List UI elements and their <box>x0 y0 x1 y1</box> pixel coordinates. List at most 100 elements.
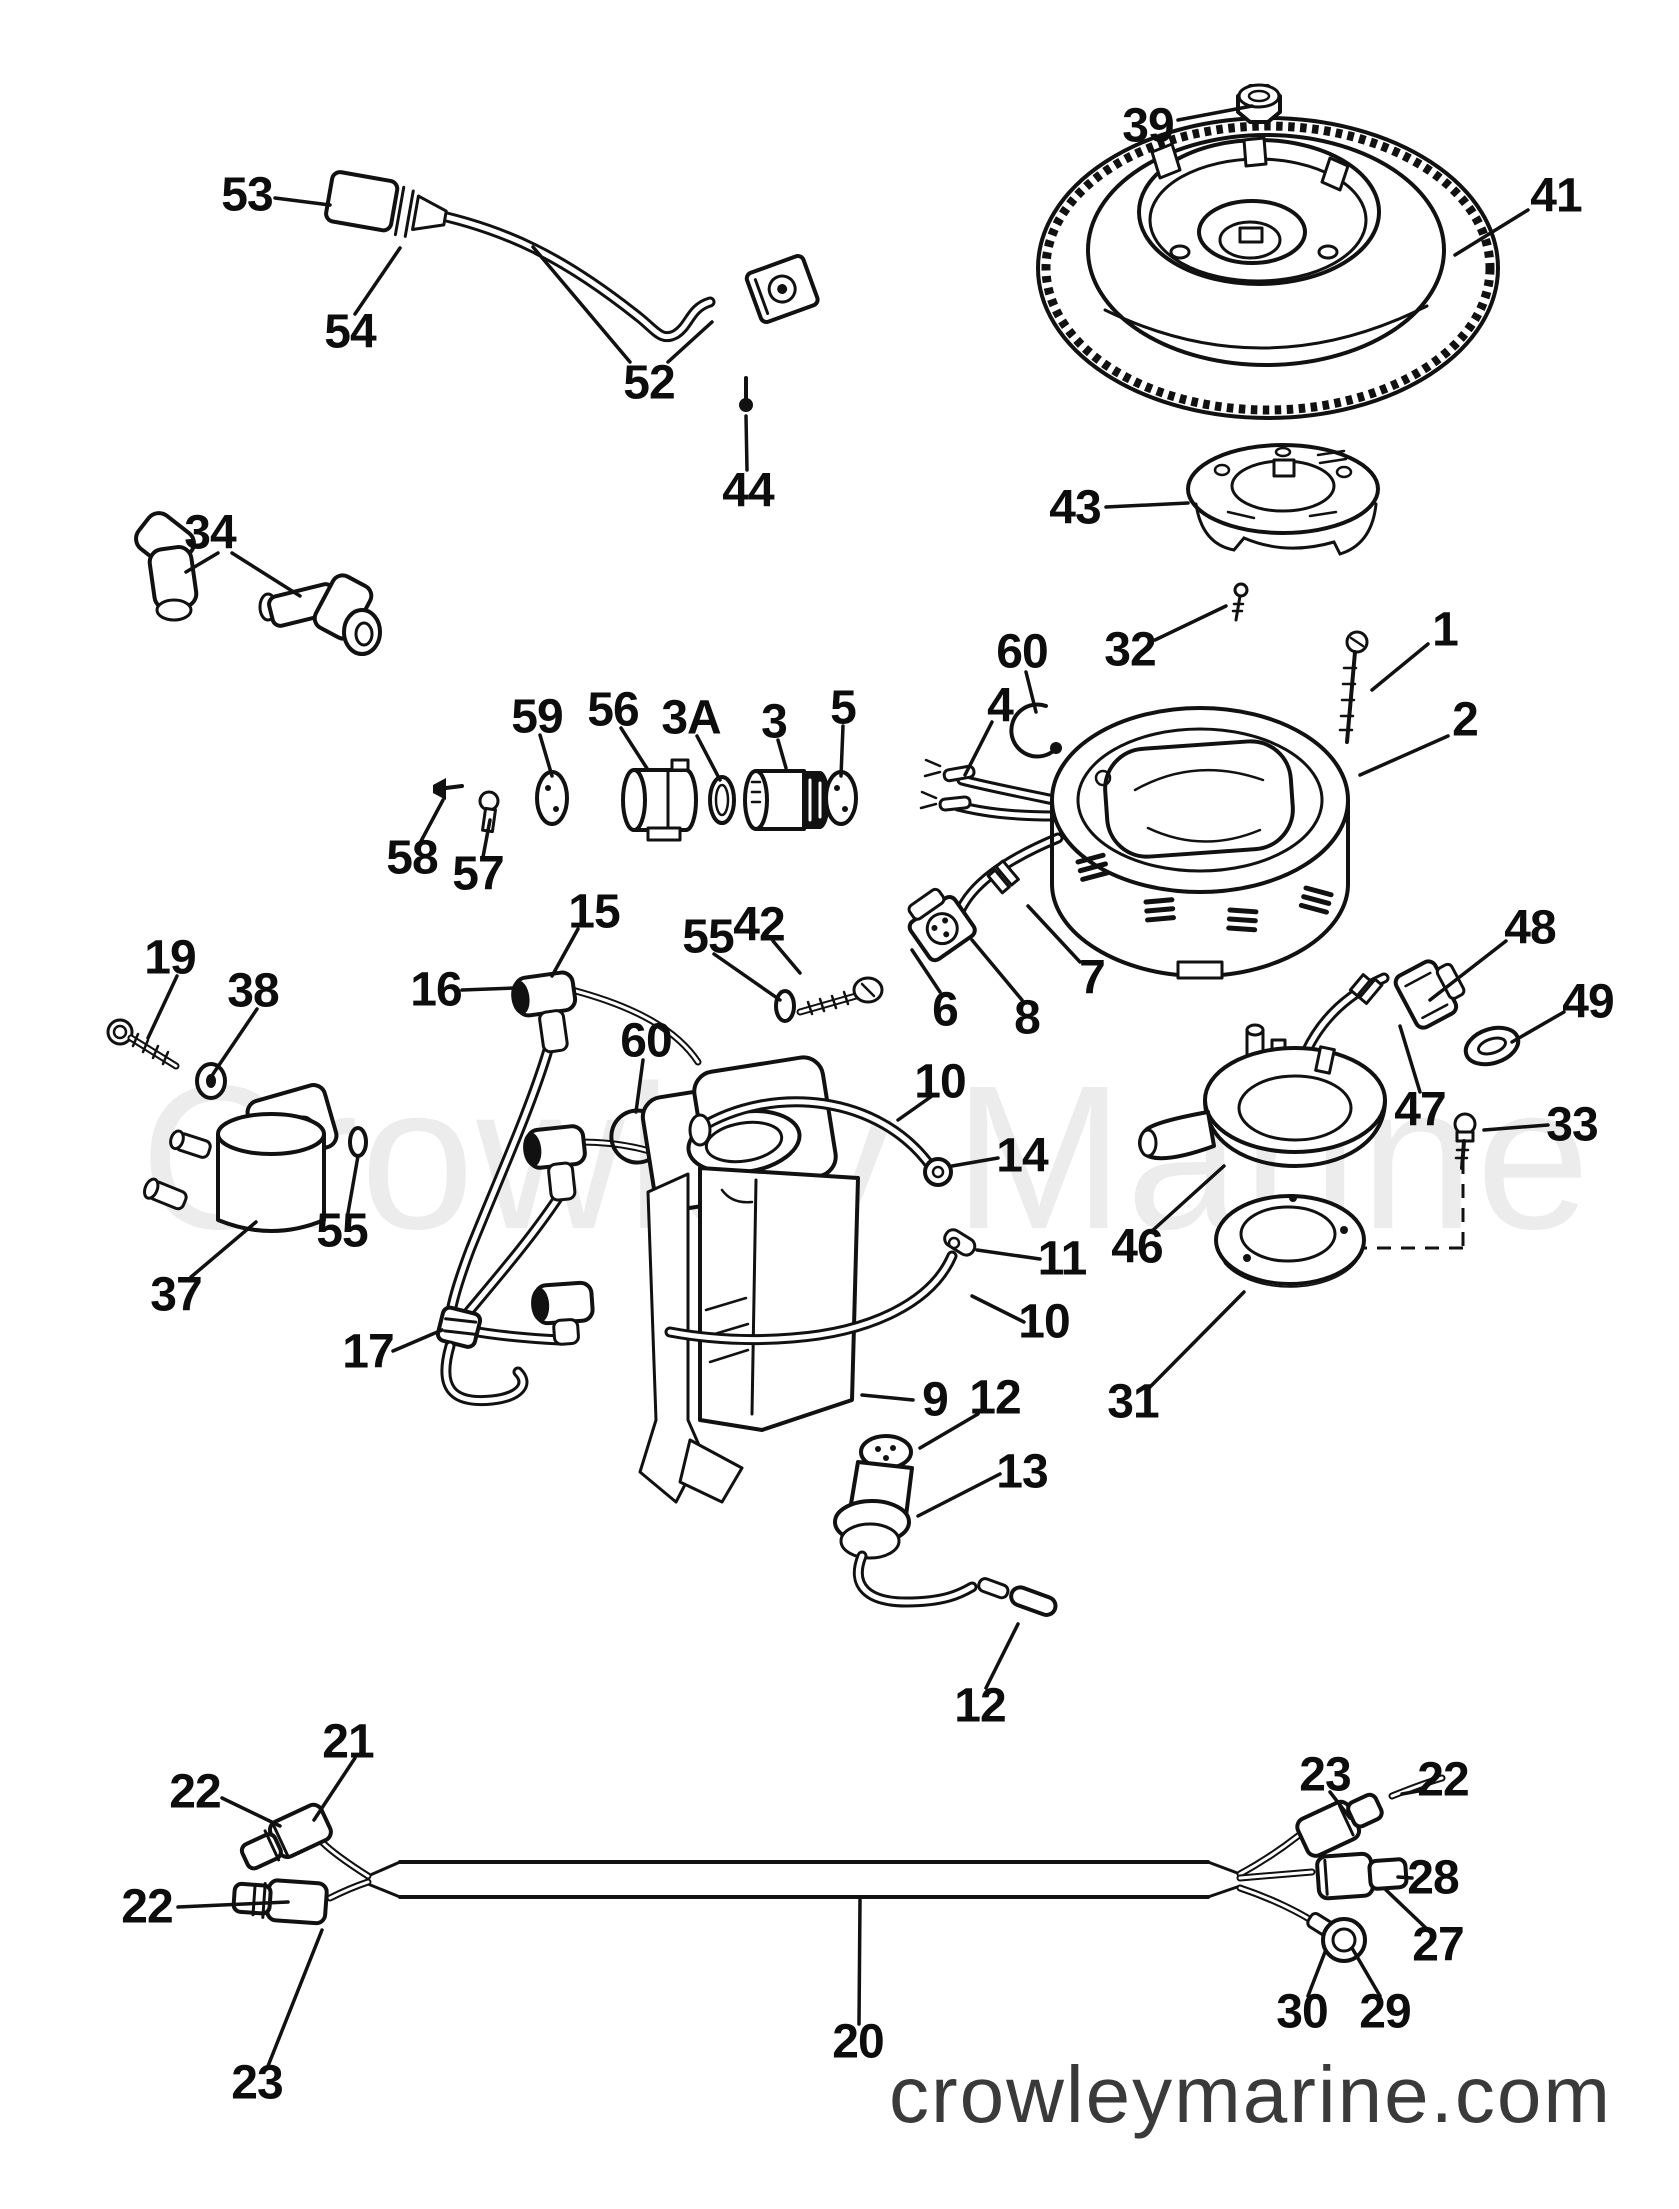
leader-line <box>1026 904 1082 964</box>
retaining-clip-60-upper <box>1009 702 1062 759</box>
callout-30: 30 <box>1276 1985 1328 2039</box>
leader-line <box>531 245 632 364</box>
screw-1 <box>1338 630 1369 744</box>
leader-line <box>1350 1946 1382 1998</box>
leader-line <box>312 1756 357 1822</box>
callout-28: 28 <box>1407 1851 1459 1905</box>
leader-line <box>984 1622 1020 1690</box>
leader-line <box>970 938 1024 1002</box>
plug-boot-53 <box>324 170 448 238</box>
callout-46: 46 <box>1111 1220 1163 1274</box>
callout-17: 17 <box>342 1325 394 1379</box>
callout-10a: 10 <box>914 1055 966 1109</box>
leader-line <box>1328 1790 1352 1820</box>
coil-end-52 <box>744 254 820 325</box>
callout-53: 53 <box>221 168 273 222</box>
leader-line <box>184 551 220 574</box>
callout-16: 16 <box>410 963 462 1017</box>
callout-52: 52 <box>623 356 675 410</box>
leader-line <box>211 1007 259 1076</box>
callout-20: 20 <box>832 2015 884 2069</box>
leader-line <box>346 1154 360 1215</box>
leader-line <box>189 1220 258 1279</box>
leader-line <box>666 320 714 364</box>
o-ring-55-left <box>348 1126 368 1158</box>
callout-22b: 22 <box>121 1880 173 1934</box>
callout-41: 41 <box>1530 169 1582 223</box>
stator-2 <box>952 706 1350 980</box>
retainer-ring-31 <box>1214 1194 1366 1288</box>
callout-43: 43 <box>1049 481 1101 535</box>
callout-12b: 12 <box>954 1679 1006 1733</box>
leader-line <box>860 1393 915 1402</box>
leader-line <box>481 818 492 859</box>
callout-9: 9 <box>922 1373 949 1427</box>
plug-wire-assy-15 <box>435 970 702 1407</box>
inline-terminal-12 <box>977 1577 1058 1617</box>
callout-49: 49 <box>1562 975 1614 1029</box>
leader-line <box>963 720 994 777</box>
o-ring-55-center <box>774 989 796 1023</box>
leader-line <box>910 948 942 994</box>
flywheel-nut-39 <box>1236 83 1282 124</box>
callout-59: 59 <box>511 690 563 744</box>
leader-line <box>619 726 650 772</box>
terminal-boots-34 <box>134 511 382 656</box>
leader-line <box>1104 501 1190 509</box>
callout-4: 4 <box>987 679 1014 733</box>
jumper-wire-10 <box>688 1096 953 1187</box>
terminal-cap-16 <box>511 970 578 1054</box>
leader-line <box>1176 104 1254 122</box>
callout-42: 42 <box>733 898 785 952</box>
washer-5 <box>824 770 858 826</box>
leader-line <box>1148 1290 1246 1389</box>
leader-line <box>916 1472 1002 1518</box>
callout-38: 38 <box>227 964 279 1018</box>
leader-line <box>1306 1950 1327 1998</box>
leader-lines <box>146 104 1566 2068</box>
leader-line <box>744 414 749 472</box>
connector-23-right <box>1295 1792 1384 1858</box>
leader-line <box>896 1094 934 1122</box>
leader-line <box>1510 1010 1566 1044</box>
callout-13: 13 <box>996 1445 1048 1499</box>
leader-line <box>918 1412 980 1450</box>
leader-line <box>146 974 179 1040</box>
leader-line <box>1398 1024 1422 1094</box>
leader-line <box>1358 734 1450 777</box>
sensor-coil-3 <box>743 769 830 831</box>
ignition-coil-37 <box>143 1083 339 1233</box>
leader-line <box>975 1248 1042 1261</box>
leader-line <box>273 196 332 207</box>
leader-line <box>1453 208 1530 257</box>
leader-line <box>695 734 722 782</box>
bolt-42 <box>796 976 884 1016</box>
callout-8: 8 <box>1014 991 1041 1045</box>
callout-31: 31 <box>1107 1375 1159 1429</box>
screw-32 <box>1231 582 1249 622</box>
leader-line <box>1150 1164 1226 1233</box>
screw-33 <box>1453 1112 1477 1170</box>
callout-58: 58 <box>386 831 438 885</box>
callout-6: 6 <box>932 983 959 1037</box>
callout-15: 15 <box>568 885 620 939</box>
watermark-bottom: crowleymarine.com <box>889 2050 1612 2139</box>
leader-line <box>1384 1888 1430 1932</box>
leader-line <box>538 733 554 778</box>
flywheel-41 <box>1036 116 1500 420</box>
callout-60b: 60 <box>620 1014 672 1068</box>
washer-38 <box>195 1062 227 1100</box>
screw-44 <box>739 376 753 412</box>
connector-48 <box>1393 959 1466 1030</box>
callout-22c: 22 <box>1417 1753 1469 1807</box>
callout-56: 56 <box>587 683 639 737</box>
plug-12-13 <box>833 1434 1058 1617</box>
leader-line <box>776 738 788 770</box>
callout-2: 2 <box>1452 693 1479 747</box>
leader-line <box>220 1796 282 1828</box>
callout-33: 33 <box>1546 1098 1598 1152</box>
callout-44: 44 <box>722 464 774 518</box>
callout-23b: 23 <box>1299 1748 1351 1802</box>
